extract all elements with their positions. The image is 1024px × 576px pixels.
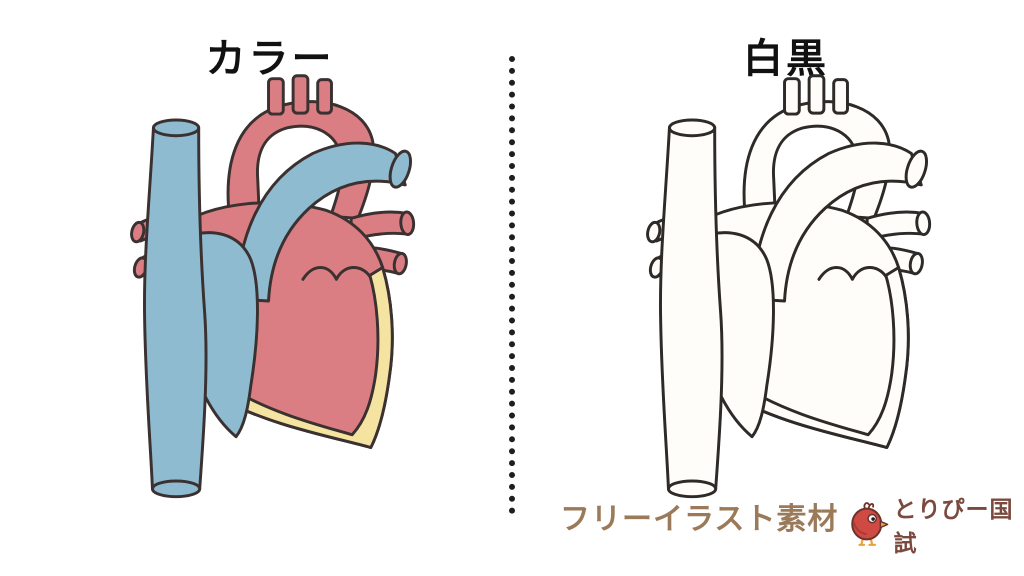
heart-color-illustration [129,75,415,497]
color-version-title: カラー [205,36,335,82]
dotted-divider-line [509,56,515,514]
bw-version-title: 白黒 [743,36,829,82]
bird-mascot-icon [851,502,889,546]
brand-logo: とりぴー国試 [845,490,1024,558]
brand-name: とりぴー国試 [893,497,1014,557]
heart-bw-illustration [645,75,931,497]
free-material-label: フリーイラスト素材 [560,502,839,537]
